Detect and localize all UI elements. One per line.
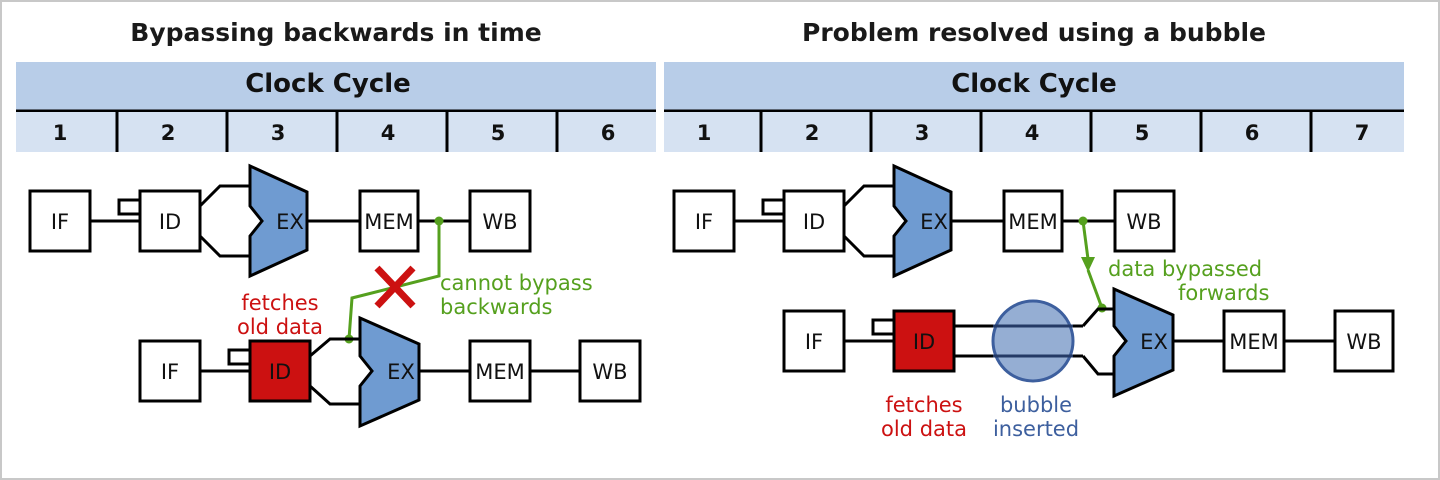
right-i2-id-label: ID <box>913 330 935 354</box>
right-cycle-1: 1 <box>697 121 712 145</box>
right-i1-id-label: ID <box>803 210 825 234</box>
right-i1-mem-label: MEM <box>1008 210 1058 234</box>
left-i1-wb-label: WB <box>482 210 517 234</box>
left-i1-wb-box <box>468 189 532 253</box>
left-i2-wb-box <box>578 339 642 403</box>
left-cycle-4: 4 <box>381 121 396 145</box>
right-instruction-2: IF ID EX MEM WB <box>782 286 1395 399</box>
right-clock-header-band <box>664 62 1404 110</box>
right-clock-header: Clock Cycle <box>951 69 1117 99</box>
left-cycle-3: 3 <box>271 121 286 145</box>
left-cycle-1: 1 <box>53 121 68 145</box>
left-cycle-2: 2 <box>161 121 176 145</box>
left-i2-id-label: ID <box>269 360 291 384</box>
right-i2-if-box <box>782 309 846 373</box>
bubble-circle <box>991 299 1075 383</box>
blocked-x-icon <box>374 265 416 309</box>
left-clock-header: Clock Cycle <box>245 69 411 99</box>
left-i1-ex-label: EX <box>276 210 304 234</box>
right-i2-id-box-hazard <box>892 309 956 373</box>
right-title: Problem resolved using a bubble <box>802 18 1266 47</box>
right-cycle-dividers <box>759 111 1313 152</box>
left-i2-mem-label: MEM <box>475 360 525 384</box>
right-i2-wb-box <box>1333 309 1395 373</box>
right-i2-mem-label: MEM <box>1229 330 1279 354</box>
left-i2-ex-label: EX <box>387 360 415 384</box>
left-fetch-label-2: old data <box>237 315 323 339</box>
right-cycle-6: 6 <box>1245 121 1260 145</box>
right-i1-wb-label: WB <box>1126 210 1161 234</box>
left-cycle-6: 6 <box>601 121 616 145</box>
right-cycle-5: 5 <box>1135 121 1150 145</box>
left-i2-ex-alu <box>358 315 421 429</box>
right-bypass-label-1: data bypassed <box>1108 257 1262 281</box>
left-i1-mem-box <box>358 189 420 253</box>
bubble-label-1: bubble <box>1000 393 1072 417</box>
right-instruction-1: IF ID EX MEM WB <box>672 163 1176 279</box>
left-cycle-5: 5 <box>491 121 506 145</box>
right-cycle-band <box>664 112 1404 152</box>
right-cycle-4: 4 <box>1025 121 1040 145</box>
left-i1-if-box <box>28 189 92 253</box>
right-i2-wb-label: WB <box>1346 330 1381 354</box>
left-i1-id-label: ID <box>159 210 181 234</box>
right-panel: Problem resolved using a bubble Clock Cy… <box>664 18 1404 441</box>
left-i1-mem-label: MEM <box>364 210 414 234</box>
left-cycle-dividers <box>115 111 559 152</box>
right-fetch-label-1: fetches <box>885 393 962 417</box>
left-i2-if-label: IF <box>161 360 179 384</box>
right-fetch-label-2: old data <box>881 417 967 441</box>
right-i2-ex-alu <box>1112 286 1175 399</box>
right-cycle-3: 3 <box>915 121 930 145</box>
right-cycle-7: 7 <box>1355 121 1370 145</box>
left-bypass-label-2: backwards <box>440 295 553 319</box>
bubble-label-2: inserted <box>993 417 1079 441</box>
left-bypass-label-1: cannot bypass <box>440 271 593 295</box>
right-i1-if-label: IF <box>695 210 713 234</box>
left-i2-id-box-hazard <box>248 339 312 403</box>
right-i1-id-box <box>782 189 846 253</box>
right-i2-if-label: IF <box>805 330 823 354</box>
left-clock-header-band <box>16 62 656 110</box>
left-title: Bypassing backwards in time <box>130 18 541 47</box>
right-i2-ex-label: EX <box>1140 330 1168 354</box>
right-i1-ex-alu <box>892 163 953 279</box>
left-i2-wb-label: WB <box>592 360 627 384</box>
right-i1-ex-label: EX <box>920 210 948 234</box>
right-bypass-label-2: forwards <box>1178 281 1269 305</box>
right-bypass-path <box>1078 216 1107 313</box>
left-instruction-1: IF ID EX MEM WB <box>28 163 532 279</box>
right-cycle-2: 2 <box>805 121 820 145</box>
left-fetch-label-1: fetches <box>241 291 318 315</box>
left-i2-if-box <box>138 339 202 403</box>
left-i1-id-box <box>138 189 202 253</box>
right-i2-mem-box <box>1222 309 1286 373</box>
left-i1-if-label: IF <box>51 210 69 234</box>
left-i2-mem-box <box>468 339 532 403</box>
right-i1-if-box <box>672 189 736 253</box>
right-i1-wb-box <box>1113 189 1176 253</box>
left-panel: Bypassing backwards in time Clock Cycle … <box>16 18 656 429</box>
left-instruction-2: IF ID EX MEM WB <box>138 315 642 429</box>
left-i1-ex-alu <box>248 163 309 279</box>
right-i1-mem-box <box>1002 189 1064 253</box>
